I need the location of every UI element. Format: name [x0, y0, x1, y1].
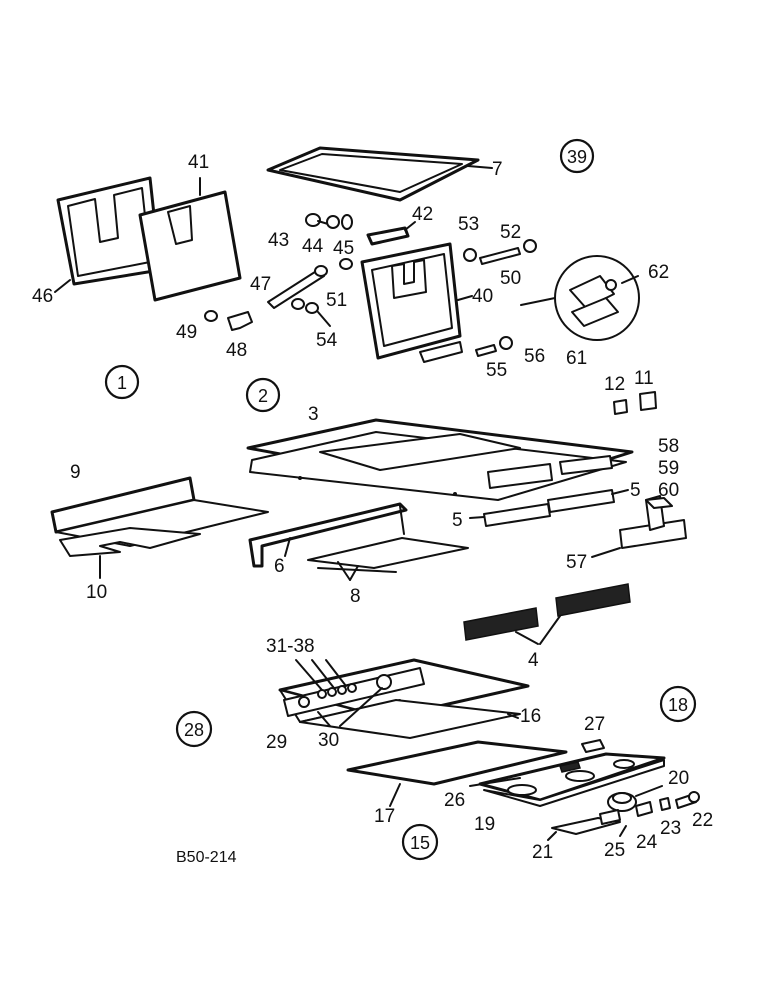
callout-55: 55 [486, 360, 507, 381]
part-40-hinged-panel [360, 242, 473, 363]
group-ref-2-label: 2 [258, 386, 268, 406]
drawing-code: B50-214 [176, 849, 237, 866]
callout-7: 7 [492, 159, 503, 180]
callout-52: 52 [500, 222, 521, 243]
part-3-main-tray [246, 418, 634, 501]
group-ref-18: 18 [659, 685, 697, 723]
callout-54: 54 [316, 330, 338, 351]
part-57-bracket [591, 495, 687, 558]
callout-42: 42 [412, 204, 433, 225]
callout-9: 9 [70, 462, 81, 483]
group-ref-18-label: 18 [668, 695, 688, 715]
group-ref-28: 28 [175, 710, 213, 748]
callout-29: 29 [266, 732, 287, 753]
callout-4: 4 [528, 650, 539, 671]
callout-16: 16 [520, 706, 541, 727]
callout-22: 22 [692, 810, 713, 831]
callout-53: 53 [458, 214, 479, 235]
part-20-knob [607, 785, 663, 812]
callout-12: 12 [604, 374, 625, 395]
parts-55-56-hardware [475, 336, 513, 357]
group-ref-39-label: 39 [567, 147, 587, 167]
part-48-49-knob [204, 310, 253, 331]
callout-3: 3 [308, 404, 319, 425]
group-ref-1-label: 1 [117, 373, 127, 393]
callout-44: 44 [302, 236, 324, 257]
callout-5b: 5 [452, 510, 463, 531]
callout-49: 49 [176, 322, 197, 343]
parts-43-45-hardware [305, 213, 353, 230]
callout-45: 45 [333, 238, 354, 259]
part-41-46-panels [54, 176, 242, 302]
callout-56: 56 [524, 346, 545, 367]
callout-41: 41 [188, 152, 209, 173]
callout-60: 60 [658, 480, 679, 501]
part-8-rails [307, 537, 469, 581]
callout-27: 27 [584, 714, 605, 735]
callout-20: 20 [668, 768, 689, 789]
group-ref-15: 15 [401, 823, 439, 861]
parts-50-53-bolt [463, 239, 537, 265]
callout-48: 48 [226, 340, 247, 361]
part-16-control-panel [278, 658, 530, 739]
group-ref-2: 2 [245, 377, 281, 413]
callout-11: 11 [634, 368, 654, 389]
group-ref-1: 1 [104, 364, 140, 400]
part-6-frame-bar [248, 502, 408, 568]
callout-5a: 5 [630, 480, 641, 501]
callout-31-38: 31-38 [266, 636, 315, 657]
parts-11-12-bolts [613, 391, 657, 415]
callout-62: 62 [648, 262, 669, 283]
callout-43: 43 [268, 230, 289, 251]
callout-46: 46 [32, 286, 53, 307]
part-10-left-plate [59, 527, 201, 579]
group-ref-28-label: 28 [184, 720, 204, 740]
part-47-rod [267, 258, 353, 309]
part-17-panel [346, 740, 568, 807]
callout-30: 30 [318, 730, 339, 751]
callout-8: 8 [350, 586, 361, 607]
part-21-bracket [547, 809, 627, 841]
callout-25: 25 [604, 840, 625, 861]
part-4-grilles [463, 583, 631, 645]
callout-19: 19 [474, 814, 495, 835]
callout-26: 26 [444, 790, 465, 811]
part-54-washers [291, 298, 331, 327]
callout-24: 24 [636, 832, 658, 853]
group-ref-15-label: 15 [410, 833, 430, 853]
part-5-trim-strips [469, 489, 629, 527]
callout-10: 10 [86, 582, 107, 603]
callout-61: 61 [566, 348, 587, 369]
part-19-lower-cover [469, 739, 666, 807]
callout-59: 59 [658, 458, 679, 479]
callout-51: 51 [326, 290, 347, 311]
callout-23: 23 [660, 818, 681, 839]
callout-58: 58 [658, 436, 679, 457]
detail-view-61-62 [520, 255, 640, 341]
callout-40: 40 [472, 286, 493, 307]
part-42-handle [366, 221, 416, 246]
callout-21: 21 [532, 842, 553, 863]
callout-47: 47 [250, 274, 271, 295]
part-7-gasket-frame [266, 146, 493, 202]
parts-22-24-bolt [635, 791, 700, 817]
callout-57: 57 [566, 552, 587, 573]
callout-6: 6 [274, 556, 285, 577]
callout-50: 50 [500, 268, 521, 289]
callout-17: 17 [374, 806, 395, 827]
group-ref-39: 39 [559, 138, 595, 174]
